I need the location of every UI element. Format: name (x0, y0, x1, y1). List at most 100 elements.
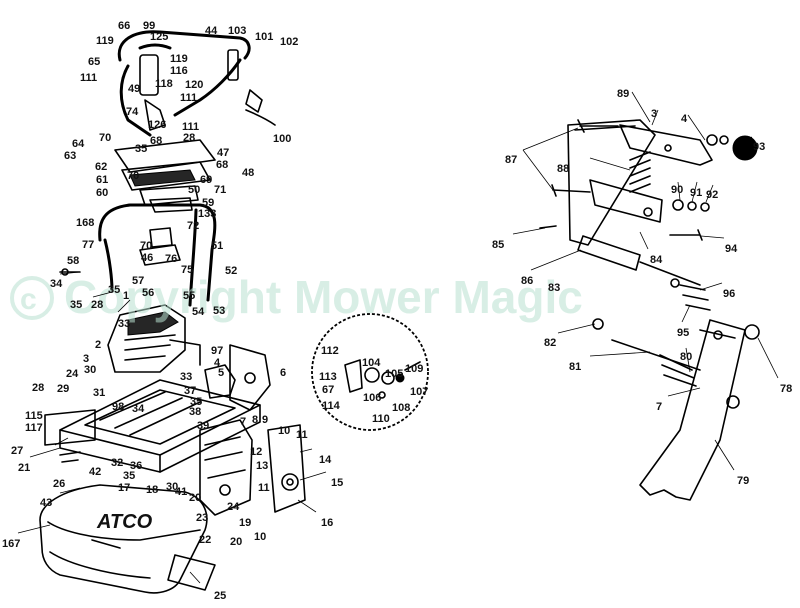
callout-3: 3 (651, 108, 657, 120)
svg-text:c: c (20, 283, 37, 316)
leader-line (714, 439, 735, 471)
callout-13: 13 (256, 460, 268, 472)
leader-line (530, 249, 582, 271)
leader-line (299, 448, 313, 453)
leader-line (54, 437, 69, 446)
callout-42: 42 (89, 466, 101, 478)
callout-10: 10 (278, 425, 290, 437)
callout-89: 89 (617, 88, 629, 100)
callout-39: 39 (197, 420, 209, 432)
callout-119: 119 (170, 53, 188, 65)
callout-59: 59 (202, 197, 214, 209)
callout-34: 34 (132, 403, 145, 415)
callout-56: 56 (142, 287, 154, 299)
callout-15: 15 (331, 477, 343, 489)
callout-50: 50 (188, 184, 200, 196)
callout-72: 72 (187, 220, 199, 232)
callout-9: 9 (262, 414, 268, 426)
callout-33: 33 (118, 318, 130, 330)
callout-4: 4 (681, 113, 688, 125)
callout-74: 74 (126, 106, 139, 118)
leader-line (17, 524, 51, 534)
leader-line (59, 271, 81, 275)
callout-64: 64 (72, 138, 85, 150)
callout-70: 70 (140, 240, 152, 252)
callout-107: 107 (410, 386, 428, 398)
callout-16: 16 (321, 517, 333, 529)
callout-120: 120 (185, 79, 203, 91)
callout-33: 33 (180, 371, 192, 383)
deck-brand-text: ATCO (96, 511, 153, 533)
callout-126: 126 (148, 119, 166, 131)
callout-87: 87 (505, 154, 517, 166)
height-adjuster-assembly (539, 119, 760, 501)
leader-line (737, 136, 753, 146)
callout-78: 78 (780, 383, 792, 395)
callout-22: 22 (199, 534, 211, 546)
leader-line (691, 181, 698, 203)
callout-66: 66 (118, 20, 130, 32)
callout-117: 117 (25, 422, 43, 434)
callout-85: 85 (492, 239, 504, 251)
handle-assembly (59, 30, 276, 307)
callout-65: 65 (88, 56, 100, 68)
callout-133: 133 (198, 208, 216, 220)
callout-20: 20 (189, 492, 201, 504)
callout-32: 32 (111, 457, 123, 469)
callout-112: 112 (321, 345, 339, 357)
leader-line (667, 387, 701, 397)
callout-82: 82 (544, 337, 556, 349)
callout-35: 35 (70, 299, 82, 311)
callout-84: 84 (650, 254, 663, 266)
leader-line (700, 235, 725, 239)
callout-116: 116 (170, 65, 188, 77)
callout-67: 67 (322, 384, 334, 396)
callout-98: 98 (112, 401, 124, 413)
watermark-text: Copyright Mower Magic (64, 271, 583, 323)
callout-113: 113 (319, 371, 337, 383)
callout-51: 51 (211, 240, 223, 252)
callout-68: 68 (216, 159, 228, 171)
callout-76: 76 (165, 253, 177, 265)
callout-44: 44 (205, 25, 218, 37)
callout-23: 23 (196, 512, 208, 524)
callout-49: 49 (128, 83, 140, 95)
callout-46: 46 (141, 252, 153, 264)
callout-43: 43 (40, 497, 52, 509)
callout-92: 92 (706, 189, 718, 201)
callout-10: 10 (254, 531, 266, 543)
leader-line (651, 109, 659, 126)
callout-88: 88 (557, 163, 569, 175)
leader-line (589, 351, 651, 357)
callout-102: 102 (280, 36, 298, 48)
leader-line (59, 487, 81, 494)
callout-61: 61 (96, 174, 108, 186)
leader-line (522, 127, 579, 151)
callout-99: 99 (143, 20, 155, 32)
callout-63: 63 (64, 150, 76, 162)
callout-18: 18 (146, 484, 158, 496)
leader-line (92, 291, 113, 298)
leader-line (681, 304, 691, 323)
callout-111: 111 (80, 72, 97, 84)
callout-26: 26 (53, 478, 65, 490)
leader-line (117, 299, 131, 313)
callout-34: 34 (50, 278, 63, 290)
callout-14: 14 (319, 454, 332, 466)
callout-3: 3 (83, 353, 89, 365)
callout-70: 70 (127, 170, 139, 182)
leader-line (297, 499, 317, 513)
callout-90: 90 (671, 184, 683, 196)
leader-line (687, 114, 706, 141)
callout-29: 29 (57, 383, 69, 395)
callout-97: 97 (211, 345, 223, 357)
callout-27: 27 (11, 445, 23, 457)
inset-detail (311, 313, 429, 431)
callout-101: 101 (255, 31, 273, 43)
callout-77: 77 (82, 239, 94, 251)
callout-70: 70 (99, 132, 111, 144)
callout-62: 62 (95, 161, 107, 173)
callout-69: 69 (200, 174, 212, 186)
callout-111: 111 (180, 92, 197, 104)
